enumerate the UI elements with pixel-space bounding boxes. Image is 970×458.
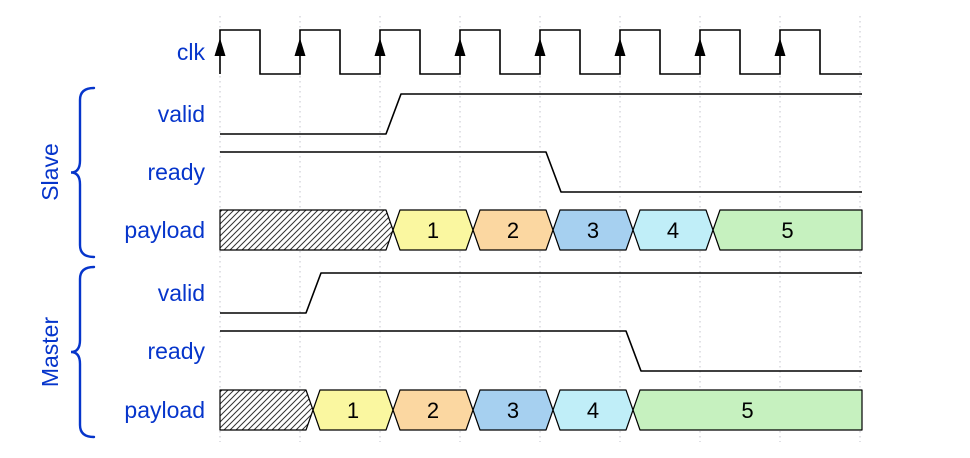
slave-valid-wave [220, 93, 862, 135]
master-ready-wave [220, 330, 862, 372]
signal-label-slave-valid: valid [157, 101, 205, 127]
payload-data-segment [632, 389, 863, 431]
clock-edge-arrow [294, 38, 306, 56]
payload-value-label: 5 [781, 218, 793, 243]
payload-value-label: 1 [347, 398, 359, 423]
group-brace [70, 86, 96, 259]
group-label-master: Master [37, 316, 63, 388]
master-valid-wave [220, 272, 862, 314]
payload-value-label: 4 [587, 398, 599, 423]
clock-edge-arrow [214, 38, 226, 56]
group-brace [70, 265, 96, 439]
signal-label-slave-ready: ready [147, 159, 205, 185]
payload-dontcare-segment [219, 209, 394, 251]
clock-edge-arrow [534, 38, 546, 56]
signal-label-slave-payload: payload [124, 217, 205, 243]
payload-value-label: 2 [507, 218, 519, 243]
group-label-slave: Slave [37, 143, 63, 201]
payload-value-label: 4 [667, 218, 679, 243]
clock-edge-arrow [614, 38, 626, 56]
master-payload-wave: 1 2 3 4 5 [219, 389, 863, 431]
payload-value-label: 2 [427, 398, 439, 423]
clock-edge-arrow [774, 38, 786, 56]
slave-payload-wave: 1 2 3 4 5 [219, 209, 863, 251]
payload-value-label: 5 [741, 398, 753, 423]
signal-label-clk: clk [176, 39, 205, 65]
clock-edge-arrow [694, 38, 706, 56]
signal-label-master-payload: payload [124, 397, 205, 423]
signal-label-master-valid: valid [157, 280, 205, 306]
slave-ready-wave [220, 151, 862, 193]
payload-dontcare-segment [219, 389, 314, 431]
signal-label-master-ready: ready [147, 338, 205, 364]
payload-data-segment [712, 209, 863, 251]
clock-edge-arrow [454, 38, 466, 56]
payload-value-label: 3 [587, 218, 599, 243]
clk-waveform [214, 29, 862, 75]
payload-value-label: 1 [427, 218, 439, 243]
clock-edge-arrow [374, 38, 386, 56]
payload-value-label: 3 [507, 398, 519, 423]
